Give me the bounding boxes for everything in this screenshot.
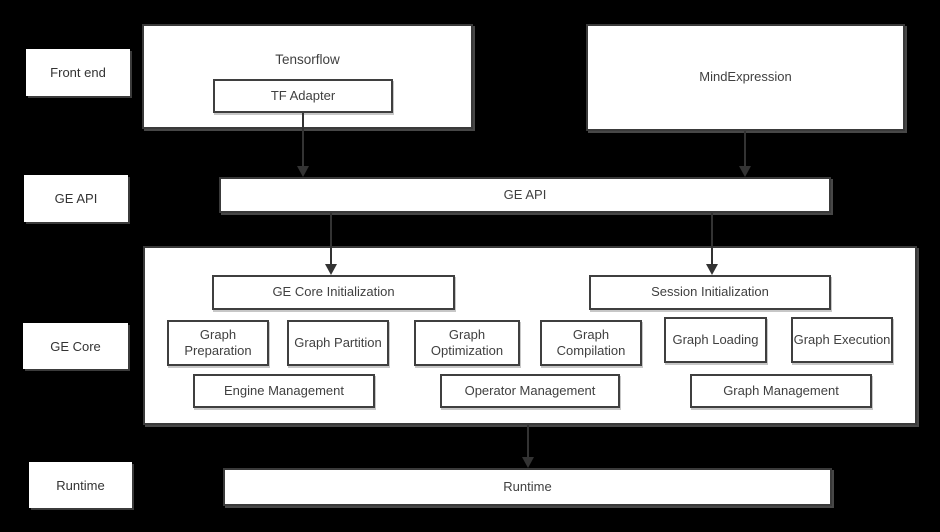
graph-loading-box: Graph Loading (664, 317, 767, 363)
arrow-head-icon (325, 264, 337, 275)
arrow-ge-api-to-ge-core-initialization (325, 213, 337, 275)
graph-management-box: Graph Management (690, 374, 872, 408)
row-label-runtime: Runtime (29, 462, 132, 508)
tensorflow-box: Tensorflow TF Adapter (142, 24, 473, 129)
mindexpression-box: MindExpression (586, 24, 905, 131)
arrow-shaft (330, 213, 332, 265)
arrow-mindexpression-to-ge-api (739, 131, 751, 177)
arrow-shaft (711, 213, 713, 265)
arrow-shaft (302, 113, 304, 167)
ge-core-initialization-box: GE Core Initialization (212, 275, 455, 310)
row-label-front-end: Front end (26, 49, 130, 96)
graph-optimization-box: Graph Optimization (414, 320, 520, 366)
graph-compilation-box: Graph Compilation (540, 320, 642, 366)
row-label-ge-api: GE API (24, 175, 128, 222)
graph-partition-box: Graph Partition (287, 320, 389, 366)
arrow-ge-api-to-session-initialization (706, 213, 718, 275)
tf-adapter-box: TF Adapter (213, 79, 393, 113)
engine-management-box: Engine Management (193, 374, 375, 408)
arrow-shaft (527, 425, 529, 458)
row-label-ge-core: GE Core (23, 323, 128, 369)
runtime-bar: Runtime (223, 468, 832, 506)
arrow-tf-adapter-to-ge-api (297, 113, 309, 177)
arrow-head-icon (297, 166, 309, 177)
session-initialization-box: Session Initialization (589, 275, 831, 310)
ge-api-bar: GE API (219, 177, 831, 213)
operator-management-box: Operator Management (440, 374, 620, 408)
graph-execution-box: Graph Execution (791, 317, 893, 363)
graph-preparation-box: Graph Preparation (167, 320, 269, 366)
arrow-shaft (744, 131, 746, 167)
tensorflow-label: Tensorflow (275, 52, 340, 67)
arrow-head-icon (739, 166, 751, 177)
arrow-ge-core-to-runtime (522, 425, 534, 468)
arrow-head-icon (522, 457, 534, 468)
arrow-head-icon (706, 264, 718, 275)
ge-core-container: GE Core Initialization Session Initializ… (143, 246, 917, 425)
